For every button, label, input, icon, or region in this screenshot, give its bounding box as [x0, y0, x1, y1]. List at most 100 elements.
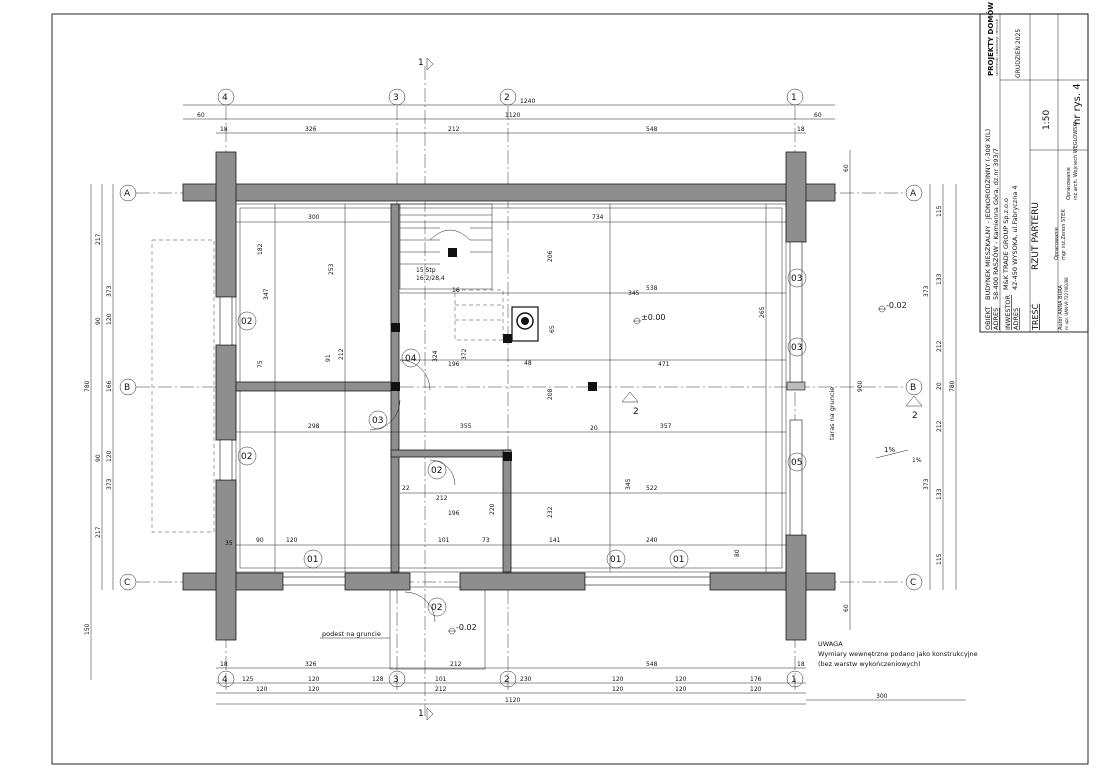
- window-tag-03b: 03: [791, 343, 802, 353]
- section-mark-bottom: 1: [418, 709, 424, 719]
- level-main: ±0.00: [641, 313, 666, 322]
- room-dim-4: 253: [328, 263, 335, 275]
- room-dim-8: 298: [308, 423, 320, 430]
- room-dim-19: 265: [759, 306, 766, 318]
- axis-1-top: 1: [791, 93, 797, 103]
- author: Autor ANNA BURA: [1058, 284, 1064, 330]
- note-title: UWAGA: [818, 640, 843, 648]
- dim-left-c2-0: 90: [95, 317, 102, 325]
- note-line-2: (bez warstw wykończeniowych): [818, 660, 921, 668]
- author-registration: nr upr. UAN-VI-7227/82/88: [1064, 277, 1069, 330]
- axis-A-left: A: [124, 189, 131, 199]
- doors: [369, 359, 456, 623]
- axis-B-right: B: [910, 383, 916, 393]
- dim-right-c2-2: 373: [923, 478, 930, 490]
- room-dim-26: 73: [482, 537, 490, 544]
- prepared-value: mgr inż.Zenon STEK: [1061, 209, 1067, 260]
- title-block: PROJEKTY DOMÓW ARCHITEKTURA • KONSTRUKCJ…: [979, 2, 1089, 333]
- window-tag-01b: 01: [610, 555, 621, 565]
- room-dim-7: 212: [338, 348, 345, 360]
- room-dim-17: 48: [524, 360, 532, 367]
- dimensions-top: 1240 1120 60 60 18 326 212 548 18: [183, 98, 835, 134]
- note-line-1: Wymiary wewnętrzne podano jako konstrukc…: [818, 650, 978, 658]
- axis-3-bottom: 3: [393, 675, 399, 685]
- door-tag-03: 03: [372, 416, 383, 426]
- window-tag-03a: 03: [791, 274, 802, 284]
- window-tags: 01 01 01 02 02 02 02 03 03 03 04 05: [237, 268, 807, 617]
- room-dim-5: 75: [257, 360, 264, 368]
- dim-left-c2-1: 120: [106, 313, 113, 325]
- address-value: 58-400 RASZÓW - Kamienna Góra, dz.nr 393…: [991, 148, 1000, 300]
- dim-left-c1-1: 373: [106, 285, 113, 297]
- room-dim-18: 65: [549, 325, 556, 333]
- entrance-landing: [389, 586, 486, 670]
- dim-top-outer-right: 60: [814, 112, 822, 119]
- level-entrance: -0.02: [456, 623, 477, 632]
- room-dim-32: 240: [646, 537, 658, 544]
- interior-dimension-lines: [236, 204, 786, 572]
- dim-right-c1-8: 60: [843, 604, 850, 612]
- dim-bot-r3-3: 120: [612, 686, 624, 693]
- landing-label: podest na gruncie: [322, 630, 381, 638]
- dim-top-outer-left: 60: [197, 112, 205, 119]
- dim-bot-r3-2: 212: [435, 686, 447, 693]
- chimney: [511, 306, 539, 342]
- window-tag-01a: 01: [307, 555, 318, 565]
- logo-subtext: ARCHITEKTURA • KONSTRUKCJE • INSTALACJE: [995, 19, 999, 76]
- terrace-outline-left: [151, 239, 215, 533]
- checked-value: inż.arch. Wojciech WĘGLOWSKI: [1073, 122, 1079, 200]
- checked-label: Opracowanie: [1066, 167, 1072, 200]
- room-dim-22: 232: [547, 506, 554, 518]
- axis-3-top: 3: [393, 93, 399, 103]
- dim-top-seg-4: 18: [797, 126, 805, 133]
- room-dim-10: 357: [660, 423, 672, 430]
- room-dim-23: 220: [489, 503, 496, 515]
- room-dim-21: 345: [625, 478, 632, 490]
- dim-left-c2-2: 90: [95, 454, 102, 462]
- walls: [182, 151, 836, 641]
- sheet-border: [51, 13, 1089, 765]
- date: GRUDZIEŃ 2025: [1015, 29, 1022, 78]
- dim-left-c1-2: 166: [106, 380, 113, 392]
- section-2-left: 2: [633, 407, 639, 417]
- dim-bot-r3-5: 120: [750, 686, 762, 693]
- room-dim-3: 347: [263, 288, 270, 300]
- dim-left-overall: 780: [84, 380, 91, 392]
- room-dim-24: 196: [448, 510, 460, 517]
- room-dim-25: 101: [438, 537, 450, 544]
- room-dim-31: 141: [549, 537, 561, 544]
- dim-right-c1-7: 115: [936, 553, 943, 565]
- room-dim-15: 538: [646, 285, 658, 292]
- address-label: ADRES: [992, 308, 1000, 330]
- windows: [219, 241, 803, 586]
- level-terrace: -0.02: [886, 301, 907, 310]
- axis-2-bottom: 2: [504, 675, 510, 685]
- dim-bot-r2-0: 125: [242, 676, 254, 683]
- dim-right-c1-1: 115: [936, 205, 943, 217]
- investor-value: M&K TRADE GROUP Sp.z.o.o: [1002, 198, 1010, 290]
- dim-bot-r1-1: 326: [305, 661, 317, 668]
- content-value: RZUT PARTERU: [1031, 202, 1041, 270]
- drawing-number: nr rys. 4: [1072, 83, 1083, 125]
- dim-left-c1-0: 217: [95, 233, 102, 245]
- door-tag-d1: 02: [431, 603, 442, 613]
- dim-bot-r2-6: 120: [675, 676, 687, 683]
- dim-top-seg-0: 18: [220, 126, 228, 133]
- dim-bot-r2-1: 120: [308, 676, 320, 683]
- axis-2-top: 2: [504, 93, 510, 103]
- room-dim-36: 208: [547, 388, 554, 400]
- axis-1-bottom: 1: [791, 675, 797, 685]
- room-dim-6: 91: [325, 354, 332, 362]
- room-dim-38: 324: [432, 350, 439, 362]
- terrace-slope: 1%: [884, 446, 895, 454]
- room-dim-28: 212: [436, 495, 448, 502]
- dim-left-c1-4: 217: [95, 526, 102, 538]
- room-dim-13: 206: [547, 250, 554, 262]
- stairs-label: 15 Stp: [416, 267, 436, 274]
- stairs-label-2: 16,2/28,4: [416, 275, 445, 282]
- dim-left-c1-3: 373: [106, 478, 113, 490]
- door-tag-02c: 02: [431, 466, 442, 476]
- room-dim-39: 1%: [912, 457, 922, 464]
- logo-text: PROJEKTY DOMÓW: [986, 2, 995, 76]
